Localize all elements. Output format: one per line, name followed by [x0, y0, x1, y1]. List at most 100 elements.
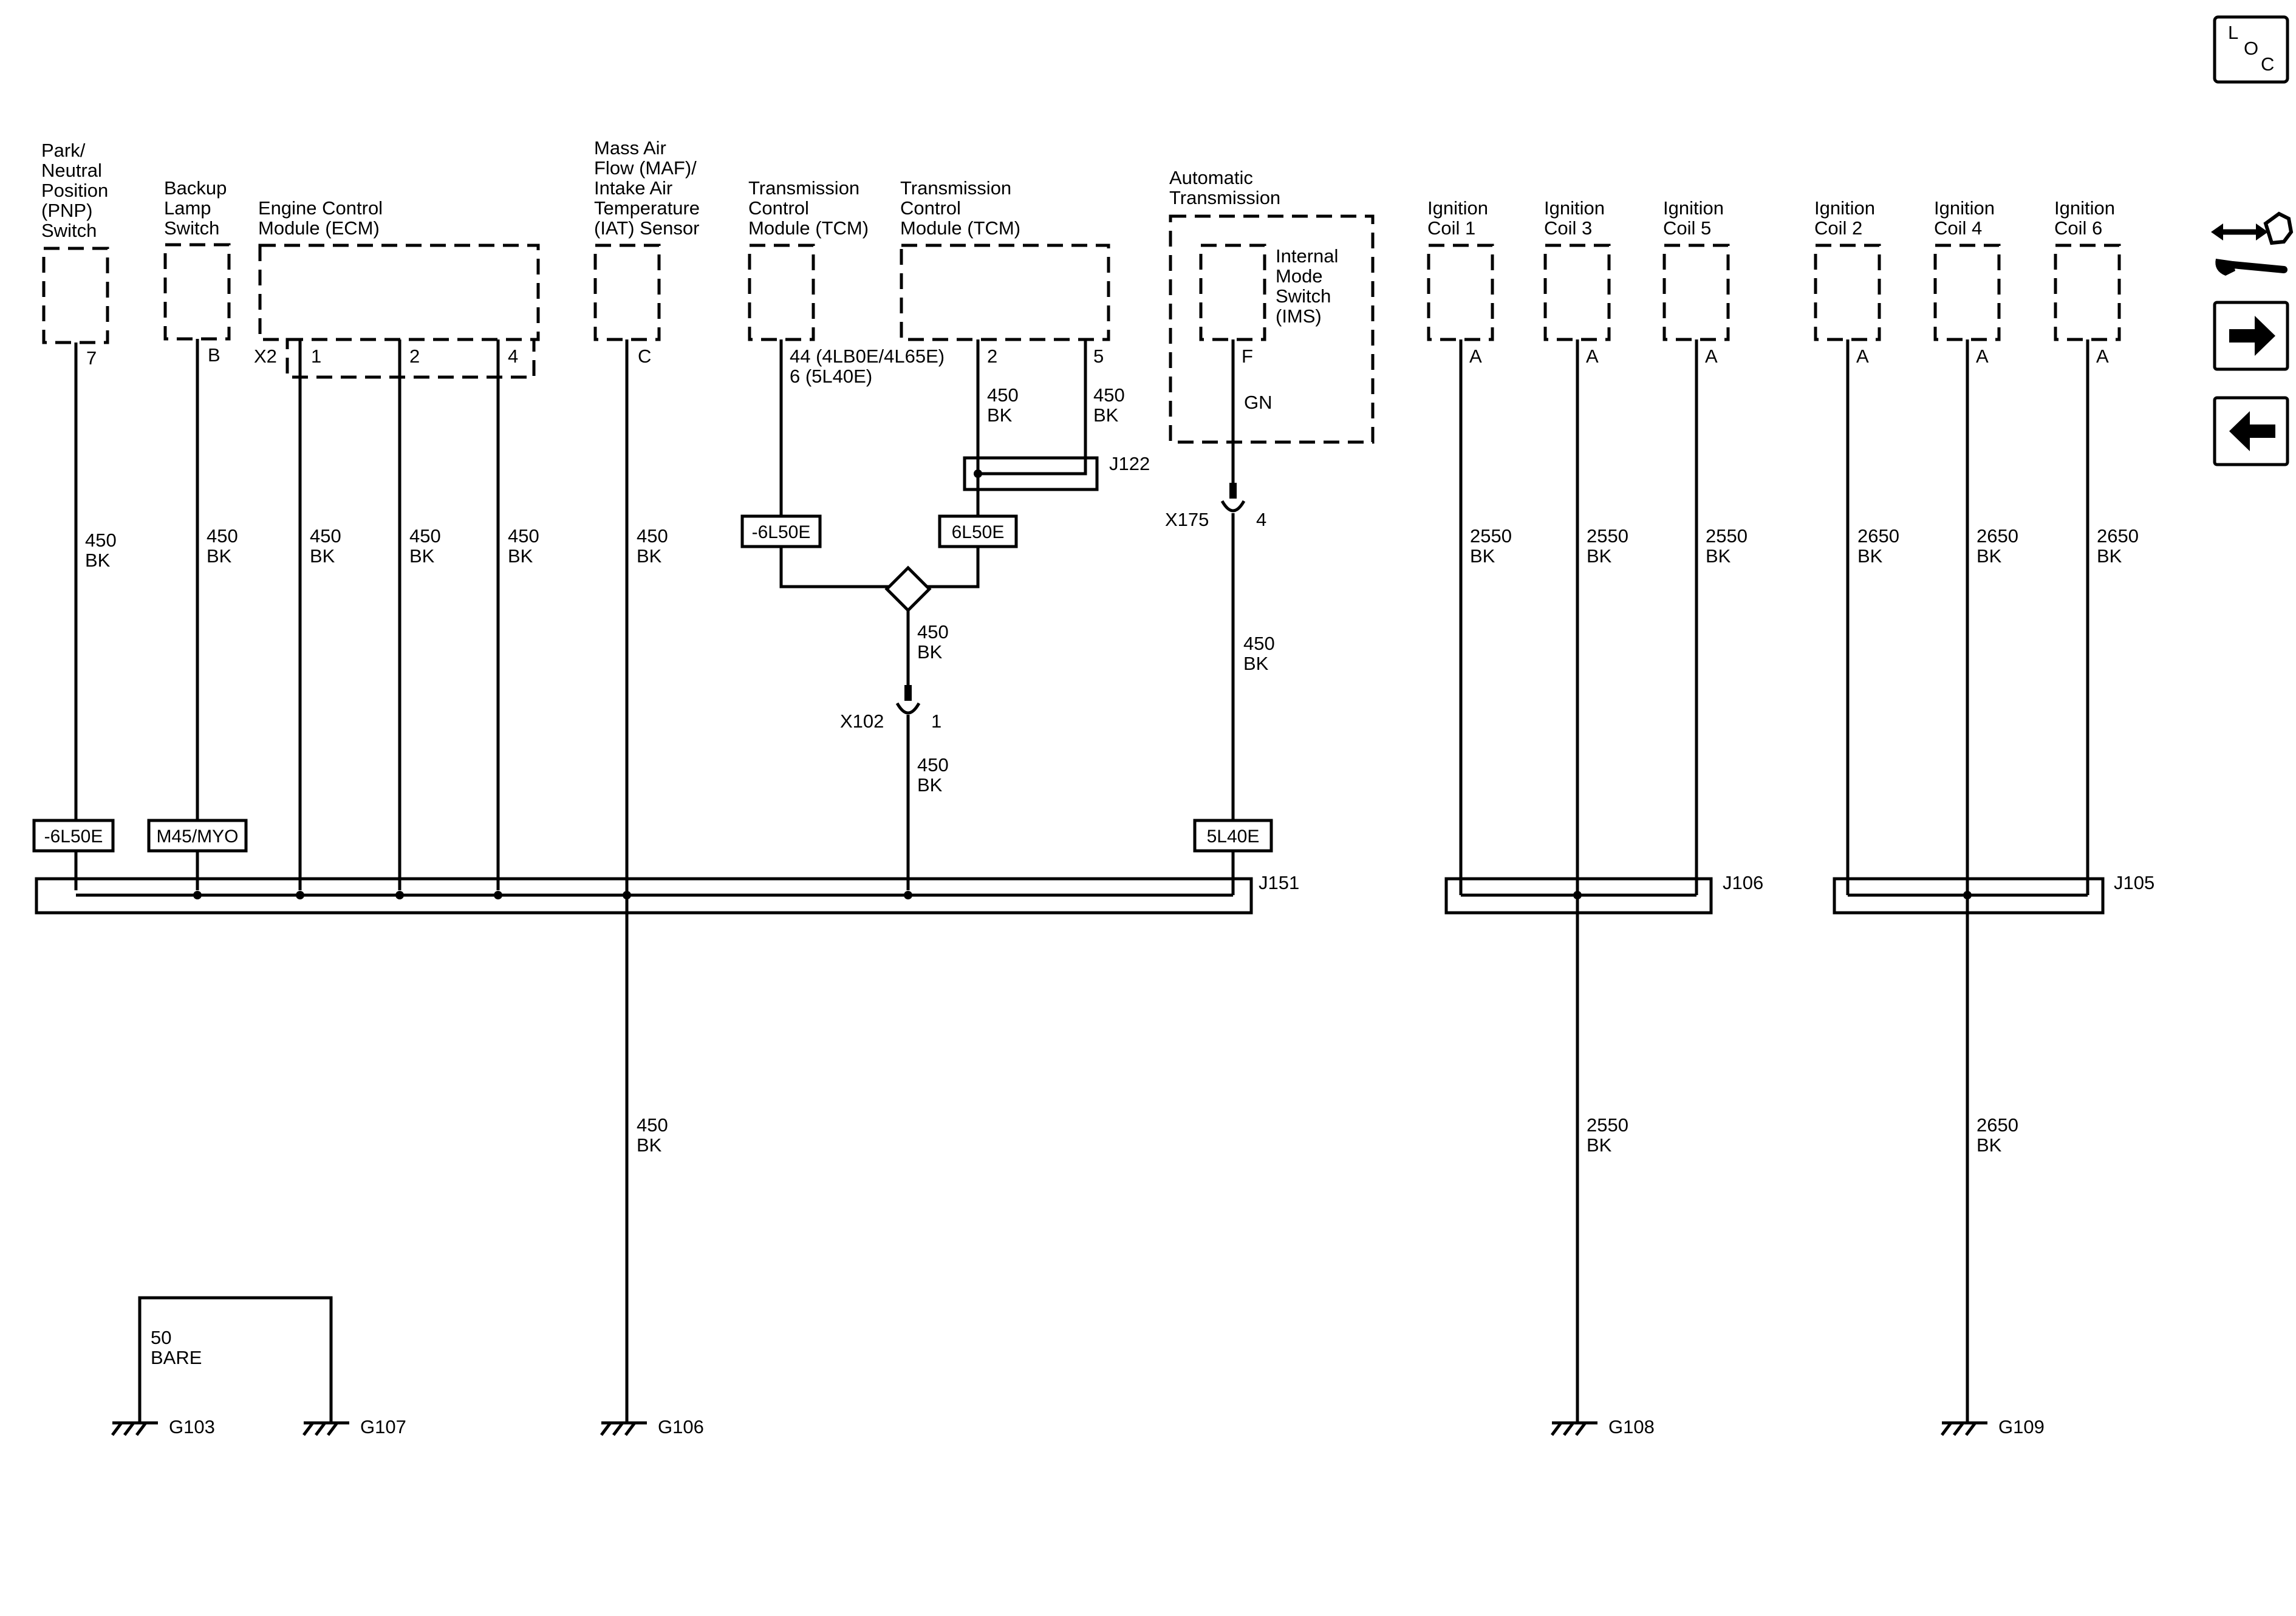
ecm-pin-4-label: 4 — [508, 346, 518, 367]
g103-label: G103 — [169, 1416, 215, 1437]
tcm-box-1 — [748, 244, 815, 341]
g109-label: G109 — [1998, 1416, 2045, 1437]
ground-icon — [302, 1421, 349, 1436]
g107-label: G107 — [360, 1416, 406, 1437]
ims-option-label: 5L40E — [1207, 827, 1260, 847]
backup-lamp-switch-label: Backup Lamp Switch — [164, 177, 232, 239]
x102-label: X102 — [840, 711, 884, 732]
tcm1-option-box — [740, 514, 822, 548]
automatic-transmission-label: Automatic Transmission — [1169, 167, 1280, 208]
j151-dot — [623, 891, 631, 899]
j151-dot — [296, 891, 304, 899]
loc-icon[interactable]: L O C — [2213, 15, 2289, 84]
tcm-label-1: Transmission Control Module (TCM) — [748, 177, 869, 239]
ims-label: Internal Mode Switch (IMS) — [1276, 245, 1344, 327]
ignition-coil-1-box — [1427, 244, 1494, 341]
backup-option-label: M45/MYO — [156, 827, 238, 847]
x102-connector-icon — [895, 702, 921, 715]
tcm2-pin5-wire — [978, 339, 1087, 476]
x175-label: X175 — [1165, 509, 1209, 530]
j151-splice-pack — [35, 877, 1253, 915]
backup-option-box — [147, 819, 248, 853]
ignition-coil-6-box — [2054, 244, 2121, 341]
ground-icon — [600, 1421, 647, 1436]
ecm-pin-2-label: 2 — [409, 346, 420, 367]
j106-dot — [1573, 891, 1582, 899]
j151-label: J151 — [1259, 872, 1299, 893]
arrow-left-icon[interactable] — [2213, 396, 2289, 466]
tcm2-to-splice-wire — [924, 547, 980, 588]
ecm-connector-label: X2 — [254, 346, 277, 367]
ground-icon — [1941, 1421, 1987, 1436]
x175-pin-label: 4 — [1256, 509, 1266, 530]
ecm-pin-1-label: 1 — [311, 346, 321, 367]
j151-dot — [494, 891, 502, 899]
automatic-transmission-box — [1169, 214, 1375, 444]
backup-pin-label: B — [208, 344, 220, 366]
tcm2-option-box — [938, 514, 1018, 548]
tcm1-option-label: -6L50E — [752, 522, 811, 542]
ims-option-box — [1193, 819, 1273, 853]
tcm2-option-label: 6L50E — [952, 522, 1005, 542]
tcm1-to-splice-wire — [779, 547, 892, 588]
j106-label: J106 — [1723, 872, 1763, 893]
tcm2-pin-5-label: 5 — [1093, 346, 1104, 367]
j106-splice-pack — [1444, 877, 1713, 915]
ignition-coil-4-box — [1933, 244, 2001, 341]
j122-label: J122 — [1109, 453, 1150, 474]
ground-icon — [1551, 1421, 1597, 1436]
backup-lamp-switch-box — [163, 243, 231, 341]
ignition-coil-5-box — [1662, 244, 1730, 341]
j151-dot — [395, 891, 404, 899]
x102-pin-label: 1 — [931, 711, 941, 732]
x102-pin — [904, 685, 912, 701]
j151-dot — [193, 891, 202, 899]
pnp-option-box — [32, 819, 115, 853]
pnp-pin-label: 7 — [86, 347, 97, 369]
x175-pin — [1229, 483, 1237, 499]
svg-text:C: C — [2261, 53, 2274, 75]
coil-6-pin-label: A — [2096, 346, 2109, 367]
ecm-box — [258, 244, 540, 341]
svg-text:O: O — [2244, 38, 2258, 59]
ground-icon — [111, 1421, 158, 1436]
ignition-coil-3-box — [1543, 244, 1611, 341]
tcm2-pin-2-label: 2 — [987, 346, 997, 367]
coil-1-pin-label: A — [1469, 346, 1482, 367]
pnp-switch-box — [42, 247, 109, 344]
pnp-switch-label: Park/ Neutral Position (PNP) Switch — [41, 140, 114, 241]
tcm-box-2 — [900, 244, 1110, 341]
arrow-right-icon[interactable] — [2213, 301, 2289, 371]
coil-3-pin-label: A — [1586, 346, 1599, 367]
ims-wire-color: GN — [1244, 392, 1273, 413]
maf-iat-sensor-label: Mass Air Flow (MAF)/ Intake Air Temperat… — [594, 137, 705, 239]
connector-wrench-icon[interactable] — [2211, 211, 2294, 276]
ecm-x2-connector-box — [285, 338, 536, 379]
ims-pin-label: F — [1242, 346, 1253, 367]
g106-label: G106 — [658, 1416, 704, 1437]
j105-label: J105 — [2114, 872, 2154, 893]
